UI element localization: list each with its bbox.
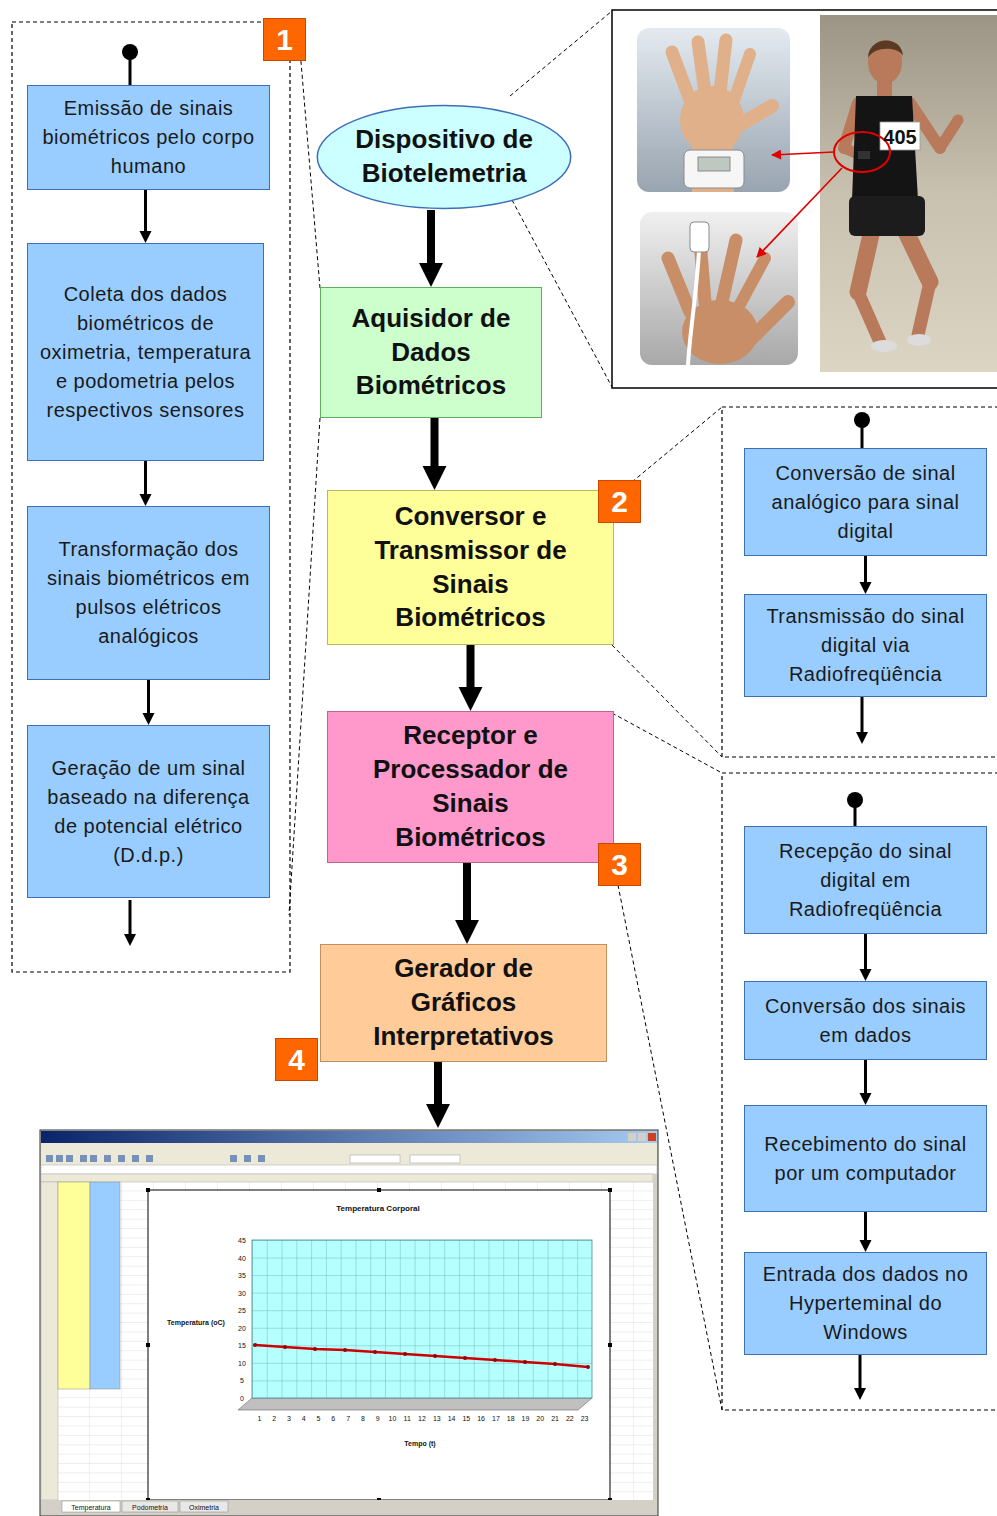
process-box: Gerador de Gráficos Interpretativos <box>320 944 607 1062</box>
step-box: Emissão de sinais biométricos pelo corpo… <box>27 85 270 190</box>
step-arrow <box>864 556 867 588</box>
tick-label: 13 <box>433 1415 441 1422</box>
node-text: Gerador de Gráficos Interpretativos <box>351 952 576 1053</box>
tick-label: 7 <box>346 1415 350 1422</box>
sheet-tab: Temperatura <box>71 1504 110 1511</box>
step-box: Coleta dos dados biométricos de oximetri… <box>27 243 264 461</box>
step-box: Entrada dos dados no Hyperteminal do Win… <box>744 1252 987 1355</box>
step-box: Geração de um sinal baseado na diferença… <box>27 725 270 898</box>
sheet-tab: Podometria <box>132 1504 168 1511</box>
tick-label: 3 <box>287 1415 291 1422</box>
tick-label: 2 <box>272 1415 276 1422</box>
dashed-region <box>612 407 997 757</box>
tick-label: 12 <box>418 1415 426 1422</box>
callout-number: 2 <box>598 480 641 523</box>
node-text: Entrada dos dados no Hyperteminal do Win… <box>755 1260 976 1347</box>
step-box: Recepção do sinal digital em Radiofreqüê… <box>744 826 987 934</box>
tick-label: 23 <box>581 1415 589 1422</box>
tick-label: 21 <box>551 1415 559 1422</box>
step-arrow <box>144 461 147 500</box>
node-text: Recepção do sinal digital em Radiofreqüê… <box>755 837 976 924</box>
tick-label: 45 <box>238 1237 246 1244</box>
tick-label: 20 <box>238 1324 246 1331</box>
step-box: Conversão de sinal analógico para sinal … <box>744 448 987 556</box>
tick-label: 10 <box>238 1359 246 1366</box>
node-text: Transformação dos sinais biométricos em … <box>38 535 259 651</box>
tick-label: 8 <box>361 1415 365 1422</box>
node-text: Geração de um sinal baseado na diferença… <box>38 754 259 870</box>
node-text: Recebimento do sinal por um computador <box>755 1130 976 1188</box>
step-arrow <box>864 1212 867 1246</box>
axis-title: Temperatura (oC) <box>167 1319 225 1326</box>
tick-label: 20 <box>536 1415 544 1422</box>
axis-title: Tempo (t) <box>404 1440 435 1447</box>
step-box: Conversão dos sinais em dados <box>744 981 987 1060</box>
race-number: 405 <box>883 126 916 149</box>
tick-label: 30 <box>238 1289 246 1296</box>
tick-label: 15 <box>238 1342 246 1349</box>
node-text: Aquisidor de Dados Biométricos <box>351 302 511 403</box>
flow-arrow <box>427 210 435 273</box>
tick-label: 15 <box>462 1415 470 1422</box>
process-box: Aquisidor de Dados Biométricos <box>320 287 542 418</box>
tick-label: 10 <box>389 1415 397 1422</box>
tick-label: 22 <box>566 1415 574 1422</box>
tick-label: 1 <box>257 1415 261 1422</box>
process-box: Conversor e Transmissor de Sinais Biomét… <box>327 490 614 645</box>
dashed-region <box>12 22 320 972</box>
node-text: Conversão de sinal analógico para sinal … <box>755 459 976 546</box>
tick-label: 18 <box>507 1415 515 1422</box>
flow-arrow <box>467 645 475 697</box>
tick-label: 25 <box>238 1307 246 1314</box>
tick-label: 16 <box>477 1415 485 1422</box>
node-text: Conversor e Transmissor de Sinais Biomét… <box>358 500 583 635</box>
spreadsheet-screenshot <box>40 1130 658 1516</box>
flow-arrow <box>431 418 439 476</box>
terminal-ellipse: Dispositivo de Biotelemetria <box>316 104 572 210</box>
flow-arrow <box>463 863 471 930</box>
step-box: Recebimento do sinal por um computador <box>744 1105 987 1212</box>
step-box: Transformação dos sinais biométricos em … <box>27 506 270 680</box>
node-text: Receptor e Processador de Sinais Biométr… <box>358 719 583 854</box>
tick-label: 40 <box>238 1254 246 1261</box>
step-box: Transmissão do sinal digital via Radiofr… <box>744 594 987 697</box>
tick-label: 19 <box>522 1415 530 1422</box>
ellipse-outline <box>316 104 572 210</box>
chart-title: Temperatura Corporal <box>336 1204 419 1213</box>
callout-number: 1 <box>263 18 306 61</box>
node-text: Coleta dos dados biométricos de oximetri… <box>38 280 253 425</box>
tick-label: 14 <box>448 1415 456 1422</box>
node-text: Transmissão do sinal digital via Radiofr… <box>755 602 976 689</box>
photo-panel <box>510 10 997 388</box>
tick-label: 11 <box>404 1415 411 1422</box>
flow-arrow <box>434 1060 442 1114</box>
dashed-region <box>612 713 997 1410</box>
node-text: Dispositivo de Biotelemetria <box>344 123 544 191</box>
step-arrow <box>864 1060 867 1099</box>
step-arrow <box>864 934 867 975</box>
tick-label: 9 <box>376 1415 380 1422</box>
node-text: Emissão de sinais biométricos pelo corpo… <box>38 94 259 181</box>
tick-label: 35 <box>238 1272 246 1279</box>
step-arrow <box>147 680 150 719</box>
callout-number: 4 <box>275 1038 318 1081</box>
node-text: Conversão dos sinais em dados <box>755 992 976 1050</box>
sheet-tab: Oximetria <box>189 1504 219 1511</box>
callout-number: 3 <box>598 843 641 886</box>
tick-label: 6 <box>331 1415 335 1422</box>
process-box: Receptor e Processador de Sinais Biométr… <box>327 711 614 863</box>
tick-label: 5 <box>317 1415 321 1422</box>
tick-label: 4 <box>302 1415 306 1422</box>
step-arrow <box>144 190 147 237</box>
tick-label: 17 <box>492 1415 500 1422</box>
tick-label: 0 <box>240 1395 244 1402</box>
tick-label: 5 <box>240 1377 244 1384</box>
